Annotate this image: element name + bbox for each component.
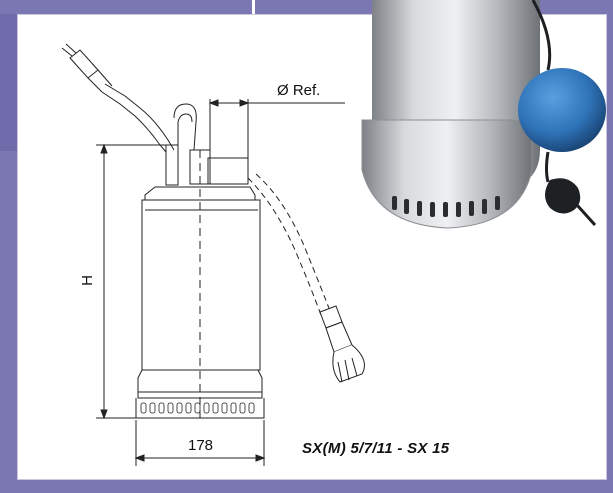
dimension-lines <box>96 99 345 466</box>
decorative-right-band <box>607 0 613 493</box>
decorative-left-block <box>0 14 17 151</box>
height-label: H <box>78 275 96 286</box>
power-cable-drawing <box>61 43 197 153</box>
float-switch-icon <box>518 68 606 152</box>
diameter-ref-label: Ø Ref. <box>277 82 321 99</box>
decorative-top-left-band <box>0 0 252 14</box>
float-cable-drawing <box>247 173 333 319</box>
float-switch-drawing <box>319 305 365 383</box>
decorative-bottom-band <box>0 480 613 493</box>
model-name: SX(M) 5/7/11 - SX 15 <box>302 440 450 457</box>
width-label: 178 <box>188 437 214 454</box>
pump-photo <box>361 0 606 229</box>
pump-outline <box>135 144 265 419</box>
